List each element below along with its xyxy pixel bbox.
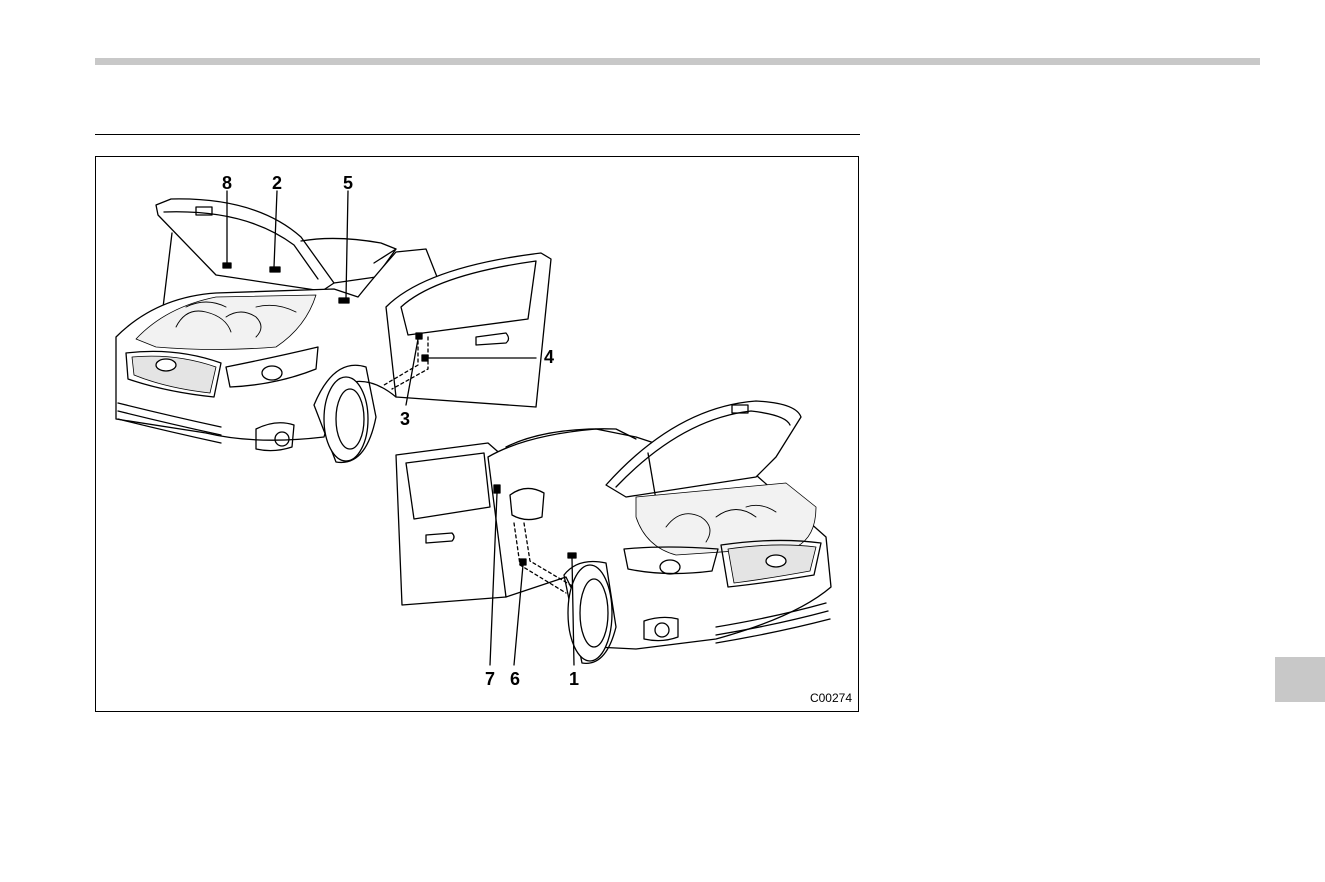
figure-code: C00274 [810, 691, 852, 705]
callout-7: 7 [485, 670, 495, 688]
car-front-right-view [396, 401, 831, 665]
callout-4: 4 [544, 348, 554, 366]
section-thumb-tab [1275, 657, 1325, 702]
label-location-figure: 8 2 5 4 3 7 6 1 C00274 [95, 156, 859, 712]
callout-3: 3 [400, 410, 410, 428]
header-rule [95, 58, 1260, 65]
callout-1: 1 [569, 670, 579, 688]
car-illustration [96, 157, 860, 713]
car-front-left-view [116, 191, 551, 462]
callout-5: 5 [343, 174, 353, 192]
callout-6: 6 [510, 670, 520, 688]
section-divider [95, 134, 860, 135]
callout-8: 8 [222, 174, 232, 192]
callout-2: 2 [272, 174, 282, 192]
